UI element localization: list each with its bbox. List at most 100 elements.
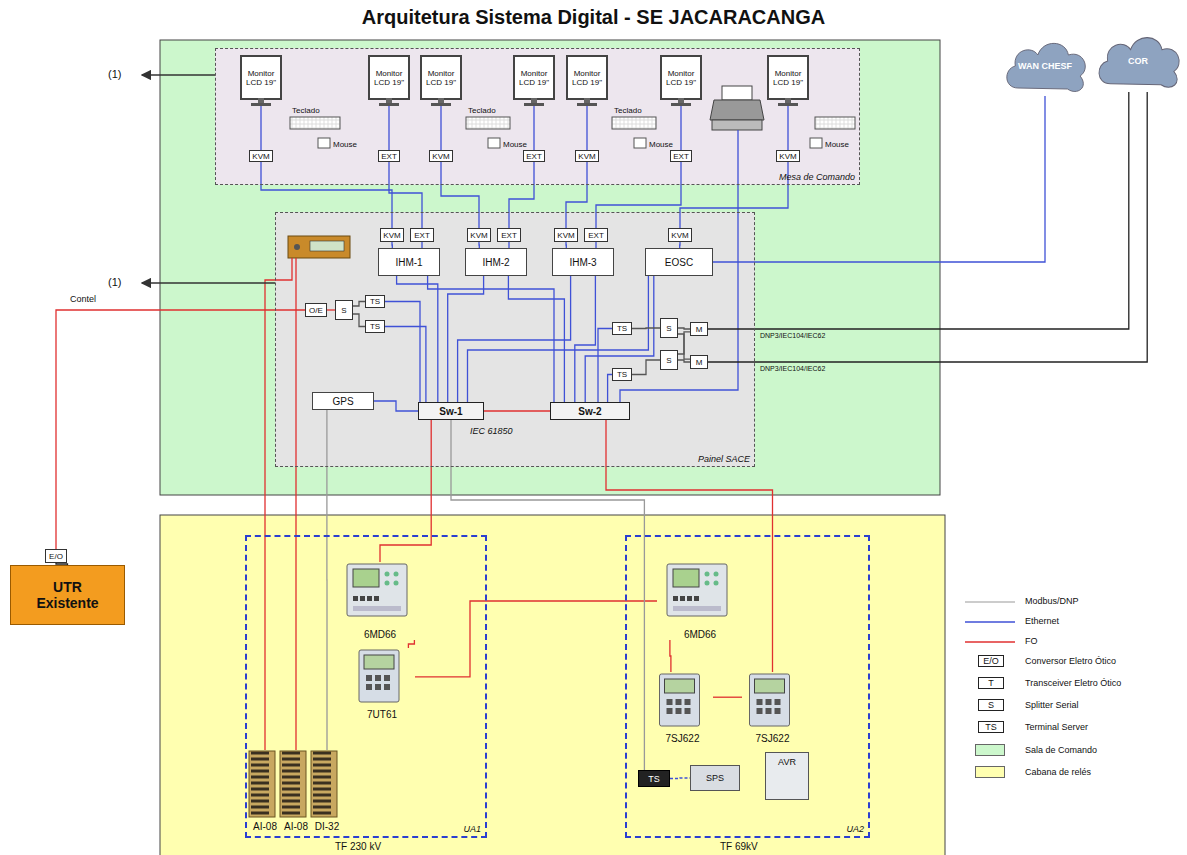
ied-device: 6MD66 [337, 562, 423, 640]
computer-box: IHM-1 [378, 248, 440, 276]
panel-fill [275, 212, 755, 467]
title: Arquitetura Sistema Digital - SE JACARAC… [0, 6, 1187, 29]
node-label: EXT [501, 231, 517, 240]
device-label: 7SJ622 [742, 733, 803, 744]
node-label: TS [617, 324, 627, 333]
monitor-base [778, 103, 798, 106]
group-label: UA2 [846, 824, 864, 834]
node-label: Monitor LCD 19" [663, 69, 699, 87]
ied-device: AI-08 [247, 750, 283, 832]
small-box: KVM [467, 228, 491, 242]
node-label: Monitor LCD 19" [423, 69, 459, 87]
device-label: 6MD66 [657, 629, 743, 640]
unit-box: UA16MD667UT61AI-08AI-08DI-32 [245, 535, 487, 838]
group-label: Mesa de Comando [779, 172, 855, 182]
connector [678, 360, 690, 362]
connector [586, 100, 587, 150]
connector [670, 640, 671, 672]
connector [680, 162, 788, 228]
ied-device: AI-08 [278, 750, 314, 832]
legend-symbol: E/O [978, 655, 1004, 667]
small-box: EXT [497, 228, 521, 242]
text-label: TF 69kV [720, 841, 758, 852]
connector [260, 100, 261, 150]
device-label: 7UT61 [349, 709, 415, 720]
monitor-base [671, 103, 691, 106]
node-label: S [341, 306, 346, 315]
connector [787, 100, 788, 150]
text-label: (1) [108, 68, 121, 80]
computer-box: IHM-2 [465, 248, 527, 276]
legend-lines [965, 602, 1015, 642]
network-cloud: WAN CHESF [1000, 36, 1090, 96]
device-picture [349, 648, 409, 704]
small-box: TS [365, 295, 385, 308]
avr-device: AVR [765, 752, 809, 800]
node-label: UTR Existente [29, 579, 106, 611]
node-label: E/O [49, 552, 63, 561]
connector [484, 410, 550, 411]
connector [596, 162, 681, 228]
text-label: TF 230 kV [335, 841, 381, 852]
connector [509, 162, 534, 228]
connector [261, 162, 392, 228]
connector [585, 276, 654, 402]
node-label: TS [617, 370, 627, 379]
text-label: DNP3/IEC104/IEC62 [760, 332, 825, 339]
node-label: M [696, 358, 703, 367]
small-box: TS [612, 322, 632, 335]
node-label: S [666, 356, 671, 365]
node-label: EXT [588, 231, 604, 240]
text-label: DNP3/IEC104/IEC62 [760, 365, 825, 372]
small-box: TS [365, 320, 385, 333]
node-label: EXT [414, 231, 430, 240]
ied-device: 7UT61 [349, 648, 415, 720]
connector [380, 420, 431, 562]
legend-symbol: T [978, 677, 1004, 689]
connector [353, 302, 365, 307]
small-box: EXT [410, 228, 434, 242]
connector [713, 697, 742, 698]
node-label: EXT [673, 152, 689, 161]
legend-text: Conversor Eletro Ótico [1025, 656, 1116, 666]
device-picture [278, 750, 308, 818]
edge-label: Contel [68, 294, 98, 304]
text-label: Teclado [292, 106, 320, 115]
node-label: AVR [778, 757, 796, 767]
switch-box: Sw-2 [550, 402, 630, 420]
node-label: Sw-2 [578, 406, 601, 417]
text-label: (1) [108, 276, 121, 288]
connector [428, 276, 554, 402]
connector [385, 327, 426, 403]
group-box: Painel SACEKVMEXTIHM-1KVMEXTIHM-2KVMEXTI… [275, 212, 755, 467]
monitor: Monitor LCD 19" [660, 55, 702, 100]
connector [468, 276, 649, 402]
connector [385, 302, 420, 403]
small-box: TS [612, 368, 632, 381]
node-label: Monitor LCD 19" [371, 69, 407, 87]
connector [508, 276, 564, 402]
connector [327, 309, 335, 310]
text-label: Mouse [503, 140, 527, 149]
node-label: S [666, 324, 671, 333]
node-label: KVM [252, 152, 269, 161]
connector [451, 420, 644, 770]
text-label: Teclado [468, 106, 496, 115]
monitor: Monitor LCD 19" [566, 55, 608, 100]
switch-box: Sw-1 [418, 402, 484, 420]
device-picture [657, 562, 737, 618]
node-label: KVM [383, 231, 400, 240]
monitor-base [251, 103, 271, 106]
connector [389, 162, 422, 228]
monitor-base [577, 103, 597, 106]
connector [606, 420, 773, 672]
group-label: UA1 [463, 824, 481, 834]
legend-text: Modbus/DNP [1025, 596, 1079, 606]
node-label: IHM-1 [395, 257, 422, 268]
connector [458, 276, 571, 402]
text-label: Mouse [333, 140, 357, 149]
node-label: IHM-3 [569, 257, 596, 268]
rtu-box: UTR Existente [10, 565, 125, 625]
device-label: 7SJ622 [652, 733, 713, 744]
legend-swatch [975, 744, 1005, 756]
